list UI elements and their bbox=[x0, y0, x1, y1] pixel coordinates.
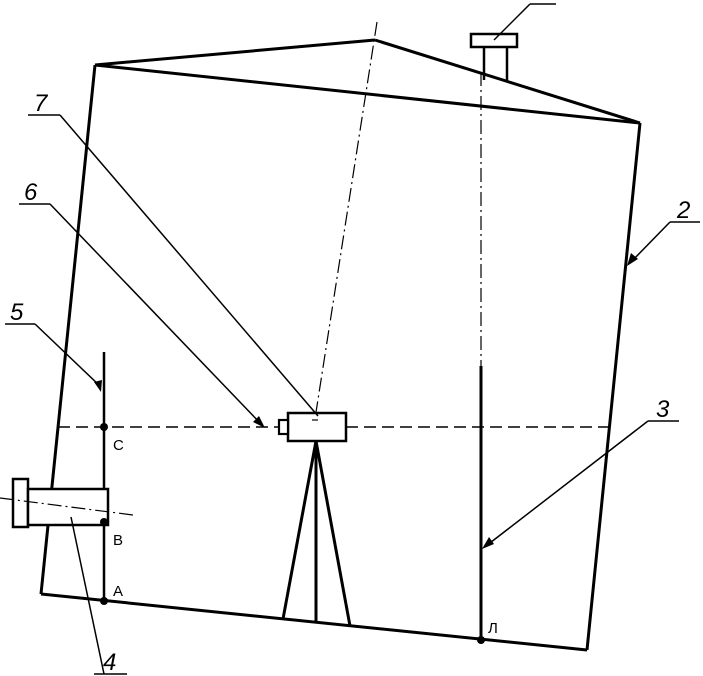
tank-bottom bbox=[40, 592, 588, 652]
roof-front-edge bbox=[94, 63, 641, 125]
nozzle bbox=[0, 477, 134, 529]
label-6: 6 bbox=[24, 179, 38, 206]
arrowheads bbox=[94, 253, 638, 549]
leader-6 bbox=[49, 203, 263, 426]
nozzle-axis bbox=[0, 497, 134, 516]
roof-left-slope bbox=[94, 38, 376, 67]
tank-right-wall bbox=[585, 122, 642, 651]
roof-right-slope bbox=[374, 38, 641, 125]
point-l-marker bbox=[477, 636, 485, 644]
hatch-leader bbox=[493, 3, 531, 41]
nozzle-flange bbox=[11, 477, 30, 529]
point-l-label: Л bbox=[488, 620, 498, 637]
roof-hatch bbox=[469, 3, 556, 80]
point-c-label: C bbox=[113, 437, 124, 454]
callout-leaders bbox=[5, 114, 700, 675]
label-5: 5 bbox=[10, 299, 24, 326]
point-a-marker bbox=[100, 597, 108, 605]
leader-5 bbox=[34, 323, 102, 388]
leader-3 bbox=[485, 420, 649, 547]
point-a-label: A bbox=[113, 583, 123, 600]
instrument-body bbox=[286, 411, 348, 443]
leader-4 bbox=[70, 516, 105, 675]
tripod-leg-left bbox=[281, 440, 318, 620]
point-c-marker bbox=[100, 423, 108, 431]
tripod bbox=[281, 440, 352, 627]
label-3: 3 bbox=[656, 396, 670, 423]
instrument-eyepiece bbox=[277, 418, 290, 436]
hatch-cap bbox=[469, 32, 519, 49]
nozzle-pipe bbox=[26, 487, 110, 527]
arrowhead-5 bbox=[94, 380, 102, 392]
label-4: 4 bbox=[103, 649, 116, 676]
point-b-marker bbox=[100, 518, 108, 526]
leader-2 bbox=[629, 221, 671, 264]
instrument-axis bbox=[313, 21, 378, 426]
tank-outline bbox=[39, 38, 642, 652]
label-2: 2 bbox=[676, 197, 690, 224]
points bbox=[100, 423, 485, 644]
arrowhead-3 bbox=[482, 537, 494, 549]
leader-7 bbox=[59, 114, 319, 417]
arrowhead-6 bbox=[253, 416, 265, 428]
label-7: 7 bbox=[34, 90, 49, 117]
tripod-leg-right bbox=[314, 440, 352, 627]
point-b-label: B bbox=[113, 532, 123, 549]
arrowhead-2 bbox=[627, 253, 638, 266]
leveling-instrument bbox=[277, 411, 348, 443]
